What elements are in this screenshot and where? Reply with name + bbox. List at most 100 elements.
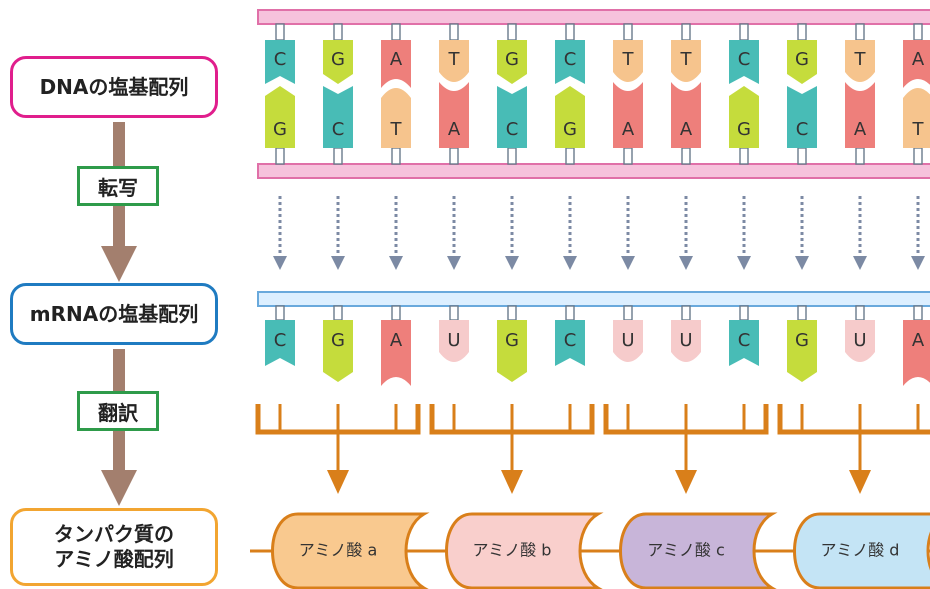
- dna-bottom-base-C: [787, 86, 817, 148]
- dna-top-base-letter: T: [854, 49, 867, 70]
- dna-top-base-C: [265, 40, 295, 84]
- base-stem: [391, 305, 401, 321]
- dna-bottom-base-G: [555, 86, 585, 148]
- dna-sequence-label-text: DNAの塩基配列: [39, 74, 189, 99]
- dna-bottom-base-A: [671, 82, 701, 148]
- mrna-base-letter: G: [331, 330, 345, 351]
- amino-acid-2: [445, 512, 604, 589]
- mrna-base-G: [323, 320, 353, 382]
- dna-bottom-base-letter: G: [273, 119, 287, 140]
- transcription-arrowhead: [505, 256, 519, 270]
- base-stem: [449, 147, 459, 165]
- base-stem: [855, 305, 865, 321]
- dna-bottom-base-letter: A: [854, 119, 867, 140]
- base-stem: [855, 23, 865, 41]
- base-stem: [797, 147, 807, 165]
- base-stem: [797, 305, 807, 321]
- transcription-step-text: 転写: [98, 175, 138, 200]
- base-stem: [681, 147, 691, 165]
- amino-acid-label: アミノ酸 a: [299, 541, 378, 560]
- transcription-arrowhead: [331, 256, 345, 270]
- dna-bottom-base-C: [323, 86, 353, 148]
- base-stem: [275, 23, 285, 41]
- mrna-base-letter: C: [564, 330, 577, 351]
- dna-top-base-A: [903, 40, 930, 88]
- base-stem: [391, 23, 401, 41]
- dna-top-base-C: [729, 40, 759, 84]
- dna-bottom-base-A: [845, 82, 875, 148]
- base-stem: [623, 305, 633, 321]
- dna-bottom-base-letter: A: [448, 119, 461, 140]
- transcription-arrowhead: [853, 256, 867, 270]
- base-stem: [623, 23, 633, 41]
- dna-bottom-base-letter: C: [332, 119, 345, 140]
- translation-arrowhead: [327, 470, 349, 494]
- base-stem: [681, 305, 691, 321]
- base-stem: [855, 147, 865, 165]
- dna-bottom-base-A: [439, 82, 469, 148]
- dna-top-base-A: [381, 40, 411, 88]
- transcription-arrowhead: [447, 256, 461, 270]
- transcription-step-label: 転写: [77, 166, 159, 206]
- dna-bottom-base-letter: T: [390, 119, 403, 140]
- dna-top-base-C: [555, 40, 585, 84]
- dna-top-base-G: [323, 40, 353, 84]
- dna-bottom-base-A: [613, 82, 643, 148]
- transcription-arrowhead: [795, 256, 809, 270]
- transcription-arrowhead: [563, 256, 577, 270]
- base-stem: [797, 23, 807, 41]
- dna-bottom-base-T: [381, 88, 411, 148]
- mrna-base-letter: G: [505, 330, 519, 351]
- translation-step-text: 翻訳: [98, 400, 138, 425]
- mrna-sequence-label: mRNAの塩基配列: [10, 283, 218, 345]
- dna-top-base-letter: C: [274, 49, 287, 70]
- base-stem: [913, 147, 923, 165]
- mrna-base-G: [787, 320, 817, 382]
- base-stem: [507, 305, 517, 321]
- transcription-arrowhead: [621, 256, 635, 270]
- base-stem: [333, 305, 343, 321]
- transcription-arrowhead: [737, 256, 751, 270]
- dna-bottom-base-letter: A: [622, 119, 635, 140]
- dna-bottom-base-letter: G: [563, 119, 577, 140]
- dna-top-base-T: [439, 40, 469, 82]
- base-stem: [623, 147, 633, 165]
- protein-sequence-label-text: タンパク質の アミノ酸配列: [54, 522, 174, 571]
- mrna-base-A: [381, 320, 411, 386]
- dna-top-base-letter: A: [390, 49, 403, 70]
- flow-arrowhead: [101, 246, 137, 282]
- mrna-base-letter: G: [795, 330, 809, 351]
- dna-top-base-letter: G: [505, 49, 519, 70]
- translation-arrowhead: [675, 470, 697, 494]
- dna-top-base-letter: G: [795, 49, 809, 70]
- mrna-base-letter: C: [738, 330, 751, 351]
- dna-bottom-base-G: [265, 86, 295, 148]
- mrna-base-C: [265, 320, 295, 366]
- base-stem: [275, 305, 285, 321]
- mrna-base-A: [903, 320, 930, 386]
- mrna-base-letter: U: [621, 330, 634, 351]
- mrna-base-letter: C: [274, 330, 287, 351]
- transcription-arrowhead: [679, 256, 693, 270]
- dna-bottom-base-T: [903, 88, 930, 148]
- dna-top-base-letter: C: [738, 49, 751, 70]
- base-stem: [681, 23, 691, 41]
- mrna-base-letter: U: [447, 330, 460, 351]
- base-stem: [565, 305, 575, 321]
- base-stem: [739, 147, 749, 165]
- dna-bottom-base-letter: G: [737, 119, 751, 140]
- mrna-base-U: [613, 320, 643, 362]
- base-stem: [449, 23, 459, 41]
- base-stem: [913, 305, 923, 321]
- amino-acid-4: [793, 512, 930, 589]
- translation-step-label: 翻訳: [77, 391, 159, 431]
- mrna-base-letter: A: [912, 330, 925, 351]
- mrna-base-C: [729, 320, 759, 366]
- base-stem: [739, 305, 749, 321]
- amino-acid-1: [271, 512, 430, 589]
- flow-arrowhead: [101, 470, 137, 506]
- transcription-arrowhead: [273, 256, 287, 270]
- base-stem: [449, 305, 459, 321]
- base-stem: [565, 147, 575, 165]
